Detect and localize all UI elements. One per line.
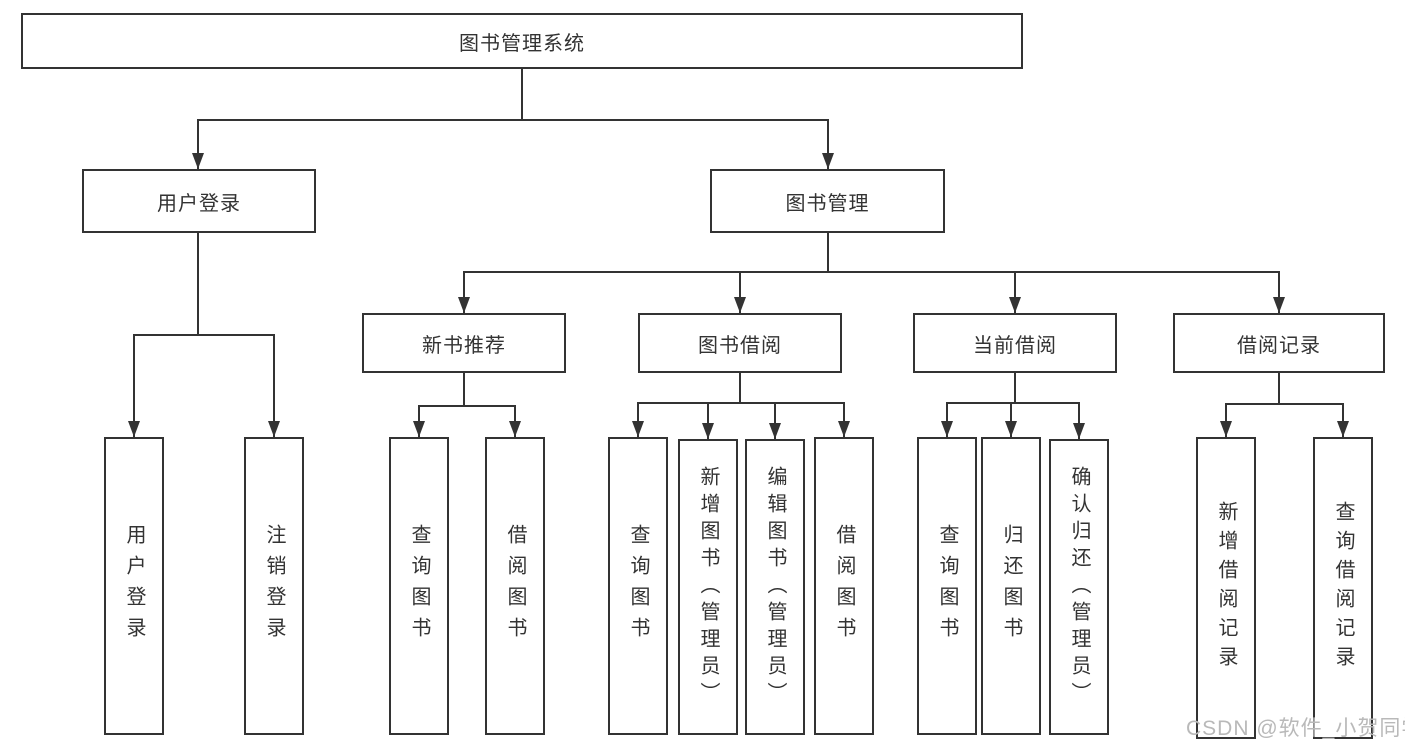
leaf-borrow-books-borrowing: 借阅图书 (814, 437, 874, 735)
leaf-confirm-return-admin: 确认归还（管理员） (1049, 439, 1109, 735)
leaf-logout-login-label: 注销登录 (263, 524, 285, 648)
node-root: 图书管理系统 (21, 13, 1023, 69)
node-user-login: 用户登录 (82, 169, 316, 233)
leaf-confirm-return-admin-label: 确认归还（管理员） (1068, 465, 1090, 709)
edges-book-borrowing (632, 373, 850, 439)
node-borrowing-records: 借阅记录 (1173, 313, 1385, 373)
node-book-management-label: 图书管理 (785, 192, 870, 215)
leaf-user-login: 用户登录 (104, 437, 164, 735)
leaf-query-books-current-label: 查询图书 (936, 524, 958, 648)
node-current-borrowing: 当前借阅 (913, 313, 1117, 373)
leaf-add-borrow-record: 新增借阅记录 (1196, 437, 1256, 739)
node-borrowing-records-label: 借阅记录 (1237, 334, 1321, 357)
node-root-label: 图书管理系统 (459, 32, 585, 55)
leaf-add-book-admin-label: 新增图书（管理员） (697, 465, 719, 709)
leaf-return-books: 归还图书 (981, 437, 1041, 735)
edges-current-borrowing (941, 373, 1085, 439)
leaf-add-borrow-record-label: 新增借阅记录 (1215, 501, 1237, 675)
leaf-edit-book-admin: 编辑图书（管理员） (745, 439, 805, 735)
leaf-query-books-recommend-label: 查询图书 (408, 524, 430, 648)
node-new-book-recommendation-label: 新书推荐 (422, 334, 506, 357)
node-current-borrowing-label: 当前借阅 (973, 334, 1057, 357)
leaf-user-login-label: 用户登录 (123, 524, 145, 648)
node-book-management: 图书管理 (710, 169, 945, 233)
leaf-borrow-books-recommend: 借阅图书 (485, 437, 545, 735)
leaf-query-books-current: 查询图书 (917, 437, 977, 735)
leaf-query-borrow-record: 查询借阅记录 (1313, 437, 1373, 739)
watermark: CSDN @软件_小贺同学 (1186, 717, 1405, 740)
leaf-query-books-recommend: 查询图书 (389, 437, 449, 735)
leaf-query-books-borrowing: 查询图书 (608, 437, 668, 735)
leaf-add-book-admin: 新增图书（管理员） (678, 439, 738, 735)
leaf-edit-book-admin-label: 编辑图书（管理员） (764, 465, 786, 709)
edges-root (192, 69, 834, 169)
edges-user-login (128, 233, 280, 437)
leaf-query-books-borrowing-label: 查询图书 (627, 524, 649, 648)
edges-new-book-recommendation (413, 373, 521, 437)
leaf-logout-login: 注销登录 (244, 437, 304, 735)
edges-book-management (458, 233, 1285, 313)
node-new-book-recommendation: 新书推荐 (362, 313, 566, 373)
leaf-return-books-label: 归还图书 (1000, 524, 1022, 648)
leaf-borrow-books-recommend-label: 借阅图书 (504, 524, 526, 648)
node-user-login-label: 用户登录 (157, 192, 241, 215)
node-book-borrowing-label: 图书借阅 (698, 334, 782, 357)
leaf-query-borrow-record-label: 查询借阅记录 (1332, 501, 1354, 675)
edges-borrowing-records (1220, 373, 1349, 437)
leaf-borrow-books-borrowing-label: 借阅图书 (833, 524, 855, 648)
node-book-borrowing: 图书借阅 (638, 313, 842, 373)
